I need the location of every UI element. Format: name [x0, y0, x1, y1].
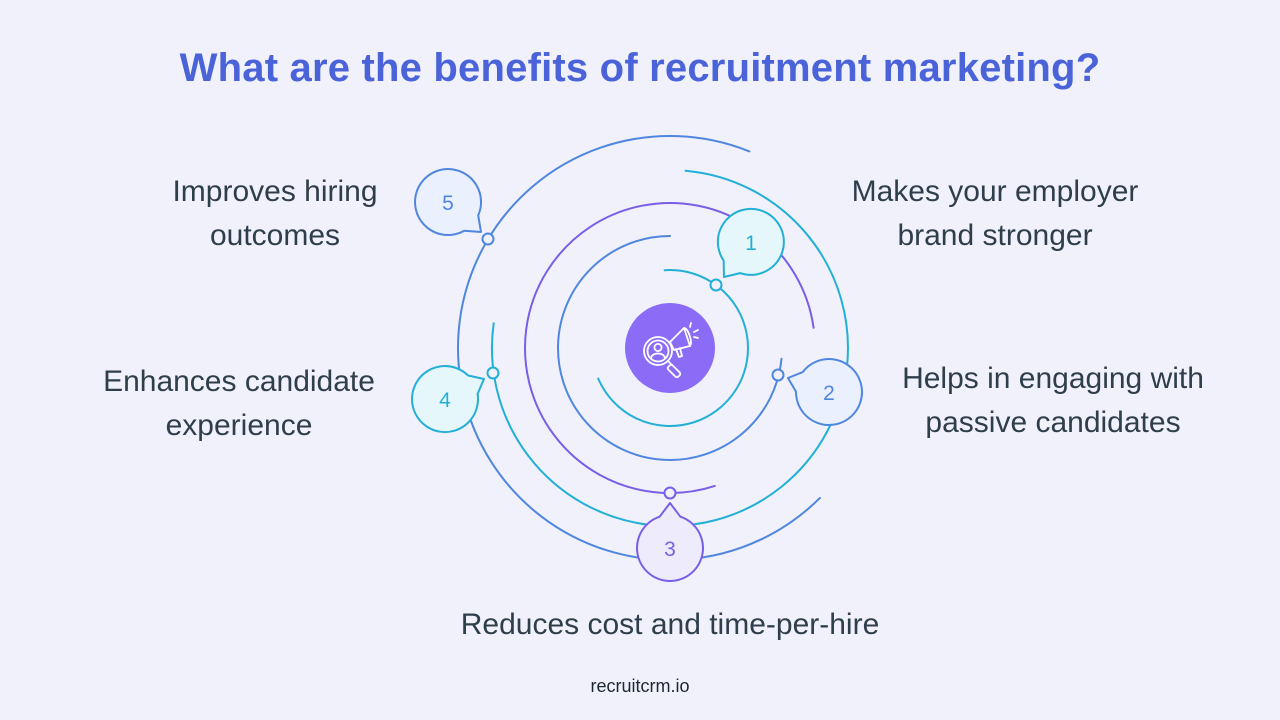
orbit-nodes: 1 2 3 4 5	[411, 168, 863, 582]
speech-bubble-shape	[414, 168, 483, 236]
megaphone-search-person-icon	[643, 322, 699, 379]
center-hub	[625, 303, 715, 393]
arc-2	[557, 235, 783, 461]
speech-bubble-shape	[716, 207, 785, 278]
step-number: 4	[439, 389, 451, 412]
step-3-bubble: 3	[636, 486, 704, 582]
step-2-line-1: Helps in engaging with	[902, 362, 1204, 395]
step-2-bubble: 2	[771, 358, 863, 427]
arc-node	[709, 278, 723, 292]
page-title: What are the benefits of recruitment mar…	[179, 46, 1101, 90]
step-number: 2	[823, 382, 835, 405]
step-3-label: Reduces cost and time-per-hire	[420, 603, 920, 647]
step-1-bubble: 1	[709, 207, 785, 292]
step-3-line-1: Reduces cost and time-per-hire	[460, 608, 880, 641]
arc-node	[486, 366, 500, 380]
step-4-line-1: Enhances candidate	[103, 365, 375, 398]
step-number: 1	[745, 232, 757, 255]
step-2-line-2: passive candidates	[925, 406, 1181, 439]
speech-bubble-shape	[636, 502, 704, 582]
arc-4	[490, 169, 849, 527]
footer-brand: recruitcrm.io	[590, 676, 690, 696]
step-5-label: Improves hiring outcomes	[140, 170, 410, 258]
step-4-bubble: 4	[411, 365, 500, 434]
arc-node	[771, 368, 785, 382]
arc-node	[663, 486, 677, 500]
step-number: 5	[442, 192, 454, 215]
step-1-label: Makes your employer brand stronger	[830, 170, 1160, 258]
speech-bubble-shape	[787, 358, 863, 427]
step-5-bubble: 5	[414, 168, 495, 246]
step-4-label: Enhances candidate experience	[80, 360, 398, 448]
step-number: 3	[664, 538, 676, 561]
step-4-line-2: experience	[165, 409, 313, 442]
center-circle	[625, 303, 715, 393]
speech-bubble-shape	[411, 365, 485, 434]
step-2-label: Helps in engaging with passive candidate…	[880, 357, 1226, 445]
step-5-line-1: Improves hiring	[172, 175, 378, 208]
step-1-line-1: Makes your employer	[851, 175, 1139, 208]
step-5-line-2: outcomes	[209, 219, 341, 252]
step-1-line-2: brand stronger	[897, 219, 1093, 252]
arc-node	[481, 232, 495, 246]
